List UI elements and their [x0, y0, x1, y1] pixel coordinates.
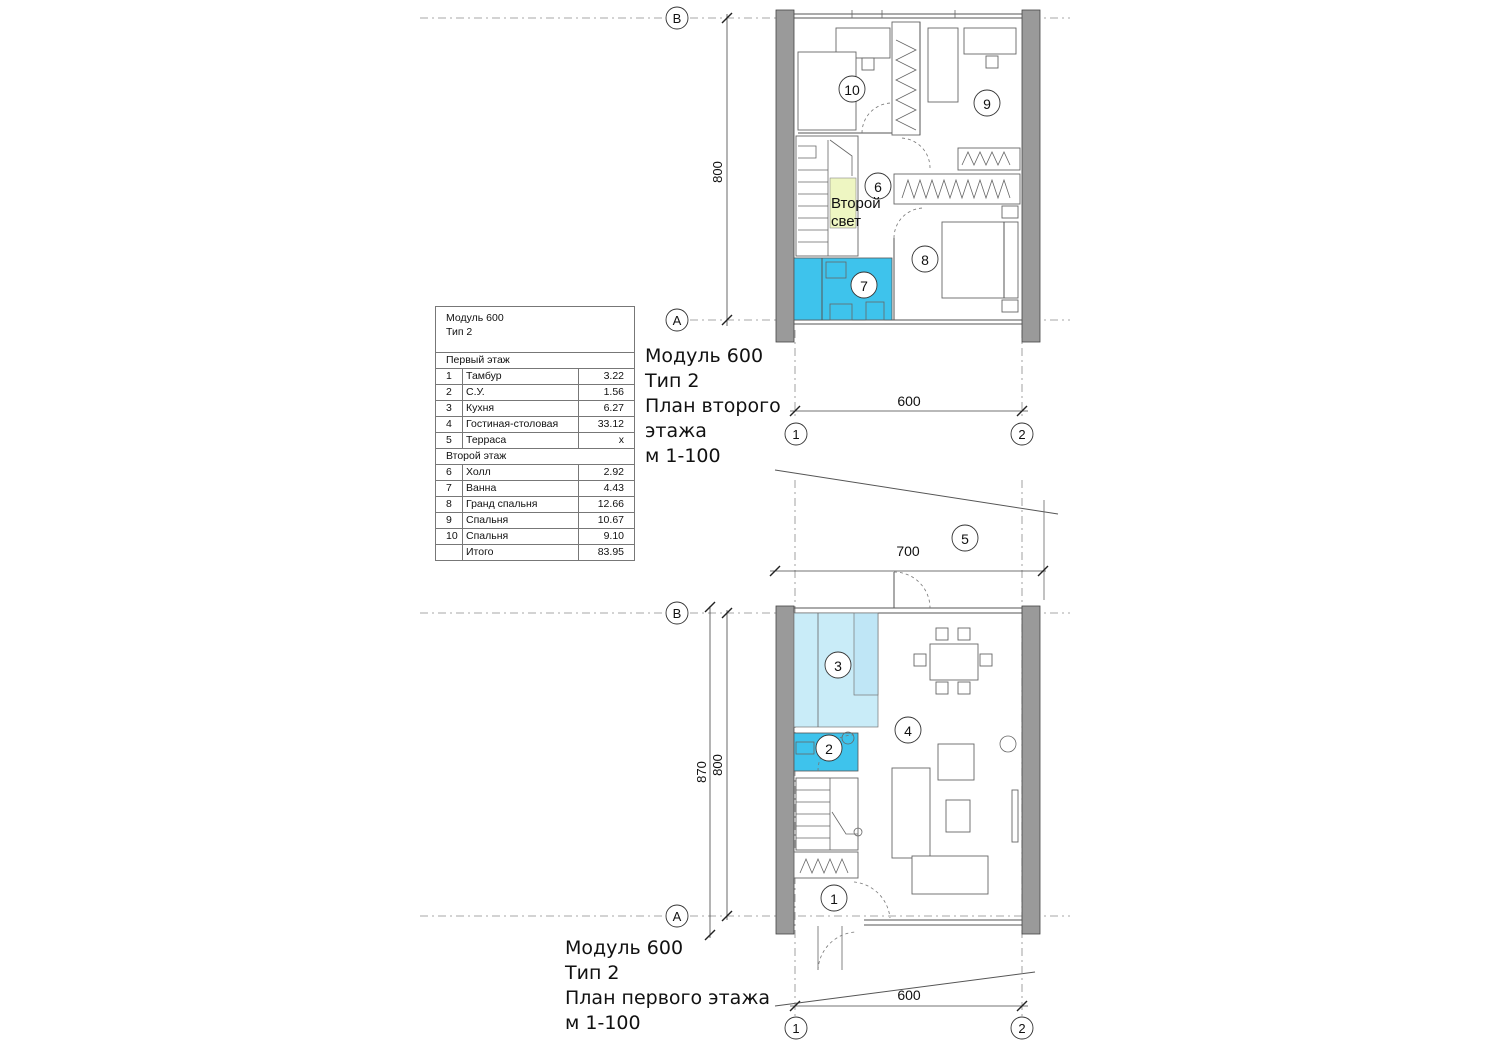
terrace-edge-bottom — [774, 971, 1036, 1007]
caption-line: этажа — [645, 420, 707, 442]
coffee-table — [945, 799, 971, 833]
room-number-2: 2 — [825, 741, 833, 757]
section-first-floor: Первый этаж — [436, 353, 634, 369]
dimension-width-upper: 600 — [897, 393, 921, 409]
room-number-9: 9 — [983, 96, 991, 112]
lower-plan-caption: Модуль 600 Тип 2 План первого этажа м 1-… — [565, 936, 770, 1036]
room-marker-7 — [850, 271, 878, 299]
upper-plan-caption: Модуль 600 Тип 2 План второго этажа м 1-… — [645, 344, 781, 469]
axis-bubble-2-upper — [1010, 422, 1034, 446]
caption-line: Тип 2 — [645, 370, 700, 392]
axis-label-2-lower: 2 — [1018, 1021, 1025, 1036]
sofa-2 — [911, 855, 989, 895]
second-light-label-1: Второй — [831, 195, 881, 212]
bed-8 — [941, 221, 1019, 299]
room-number-8: 8 — [921, 252, 929, 268]
axis-bubble-a-upper — [665, 308, 689, 332]
dimension-width-top-lower: 700 — [896, 543, 920, 559]
room-marker-6 — [864, 172, 892, 200]
section-second-floor: Второй этаж — [436, 449, 634, 465]
room-number-1: 1 — [830, 891, 838, 907]
axis-label-2-upper: 2 — [1018, 427, 1025, 442]
fireplace — [999, 735, 1017, 753]
table-title: Модуль 600 — [446, 312, 504, 324]
caption-line: План первого этажа — [565, 987, 771, 1009]
terrace-edge-top — [774, 469, 1059, 515]
room-marker-10 — [838, 75, 866, 103]
caption-line: Модуль 600 — [645, 345, 764, 367]
dimension-height-inner-lower: 800 — [710, 754, 725, 776]
room-marker-9 — [973, 89, 1001, 117]
sofa — [891, 767, 931, 859]
upper-plan: 10 9 6 8 7 Второй свет В А 1 2 800 600 — [420, 6, 1070, 446]
right-wall — [1021, 9, 1041, 343]
lower-plan: 3 4 2 1 5 В А 1 2 700 870 800 600 — [420, 469, 1070, 1040]
wardrobe-9 — [927, 27, 959, 103]
right-wall-lower — [1021, 605, 1041, 935]
caption-line: Модуль 600 — [565, 937, 684, 959]
caption-line: План второго — [645, 395, 781, 417]
axis-label-1-lower: 1 — [792, 1021, 799, 1036]
room-number-4: 4 — [904, 723, 912, 739]
room-number-6: 6 — [874, 179, 882, 195]
dimension-height-outer-lower: 870 — [694, 761, 709, 783]
axis-bubble-1-upper — [784, 422, 808, 446]
caption-line: м 1-100 — [645, 445, 721, 467]
room-number-3: 3 — [834, 658, 842, 674]
axis-bubble-v-upper — [665, 6, 689, 30]
axis-label-1-upper: 1 — [792, 427, 799, 442]
room-number-7: 7 — [860, 278, 868, 294]
axis-label-v-upper: В — [673, 11, 682, 26]
left-wall — [775, 9, 795, 343]
second-light-zone — [829, 177, 857, 229]
wardrobe-upper — [891, 21, 921, 136]
dimension-width-bottom-lower: 600 — [897, 987, 921, 1003]
caption-line: Тип 2 — [565, 962, 620, 984]
caption-line: м 1-100 — [565, 1012, 641, 1034]
left-wall-lower — [775, 605, 795, 935]
second-light-label-2: свет — [831, 213, 861, 230]
tv — [1011, 789, 1019, 843]
table-subtitle: Тип 2 — [446, 326, 473, 338]
axis-label-v-lower: В — [673, 606, 682, 621]
dimension-height-upper: 800 — [710, 161, 725, 183]
axis-label-a-upper: А — [673, 313, 682, 328]
room-number-10: 10 — [844, 82, 860, 98]
dining-table — [929, 643, 979, 681]
desk-9 — [963, 27, 1017, 55]
room-number-5: 5 — [961, 531, 969, 547]
room-marker-8 — [911, 245, 939, 273]
bathroom-7 — [793, 257, 893, 321]
armchair — [937, 743, 975, 781]
axis-label-a-lower: А — [673, 909, 682, 924]
